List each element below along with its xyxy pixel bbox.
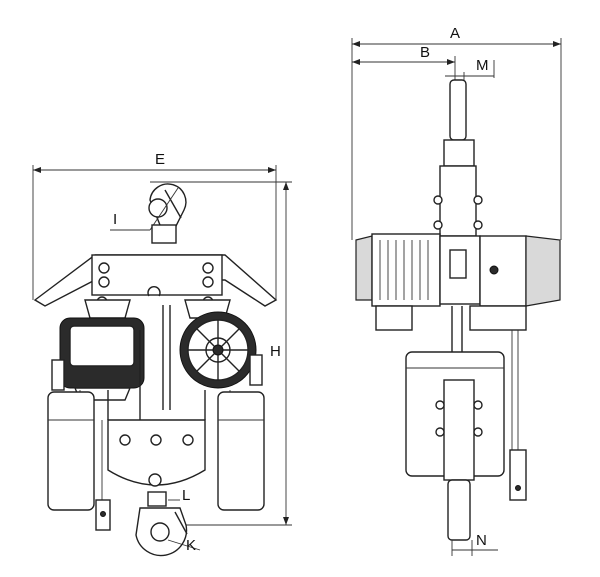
dimension-label-k: K (186, 537, 196, 554)
side-view: A B M (351, 25, 562, 556)
dimension-label-n: N (476, 532, 487, 549)
dimension-label-a: A (450, 25, 460, 42)
bottom-block (107, 419, 206, 487)
dimension-label-h: H (270, 343, 281, 360)
left-motor (51, 317, 145, 401)
top-hook: I (110, 183, 187, 244)
side-pendant (509, 449, 527, 501)
side-bottom-block (435, 379, 483, 541)
dimension-label-l: L (182, 487, 190, 504)
load-chains (79, 305, 231, 420)
front-view: E H I (32, 151, 292, 557)
dimension-n: N (451, 532, 498, 556)
dimension-a: A (351, 25, 562, 240)
side-top-hook (433, 79, 483, 237)
bottom-hook: L K (135, 487, 201, 557)
dimension-label-e: E (155, 151, 165, 168)
right-gearbox (179, 311, 263, 389)
dimension-label-i: I (113, 211, 117, 228)
dimension-e: E (32, 151, 277, 300)
dimension-m: M (445, 57, 495, 110)
side-motor (355, 233, 561, 331)
dimension-label-m: M (476, 57, 489, 74)
dimension-b: B (352, 44, 456, 110)
suspension-plate (33, 254, 278, 319)
dimension-label-b: B (420, 44, 430, 61)
chain-bags (47, 391, 265, 511)
pendant-switch (95, 420, 111, 531)
